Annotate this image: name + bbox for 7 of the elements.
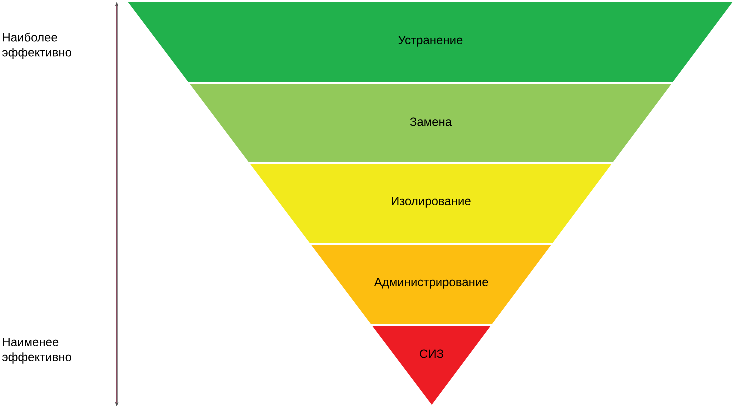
pyramid-band: СИЗ xyxy=(372,326,491,405)
pyramid-band: Устранение xyxy=(128,2,733,82)
side-label: Наименее эффективно xyxy=(2,338,72,364)
side-label: Наиболее эффективно xyxy=(2,32,72,60)
pyramid-band: Замена xyxy=(190,84,672,162)
pyramid-band: Изолирование xyxy=(250,164,612,243)
pyramid-band: Администрирование xyxy=(311,245,552,324)
